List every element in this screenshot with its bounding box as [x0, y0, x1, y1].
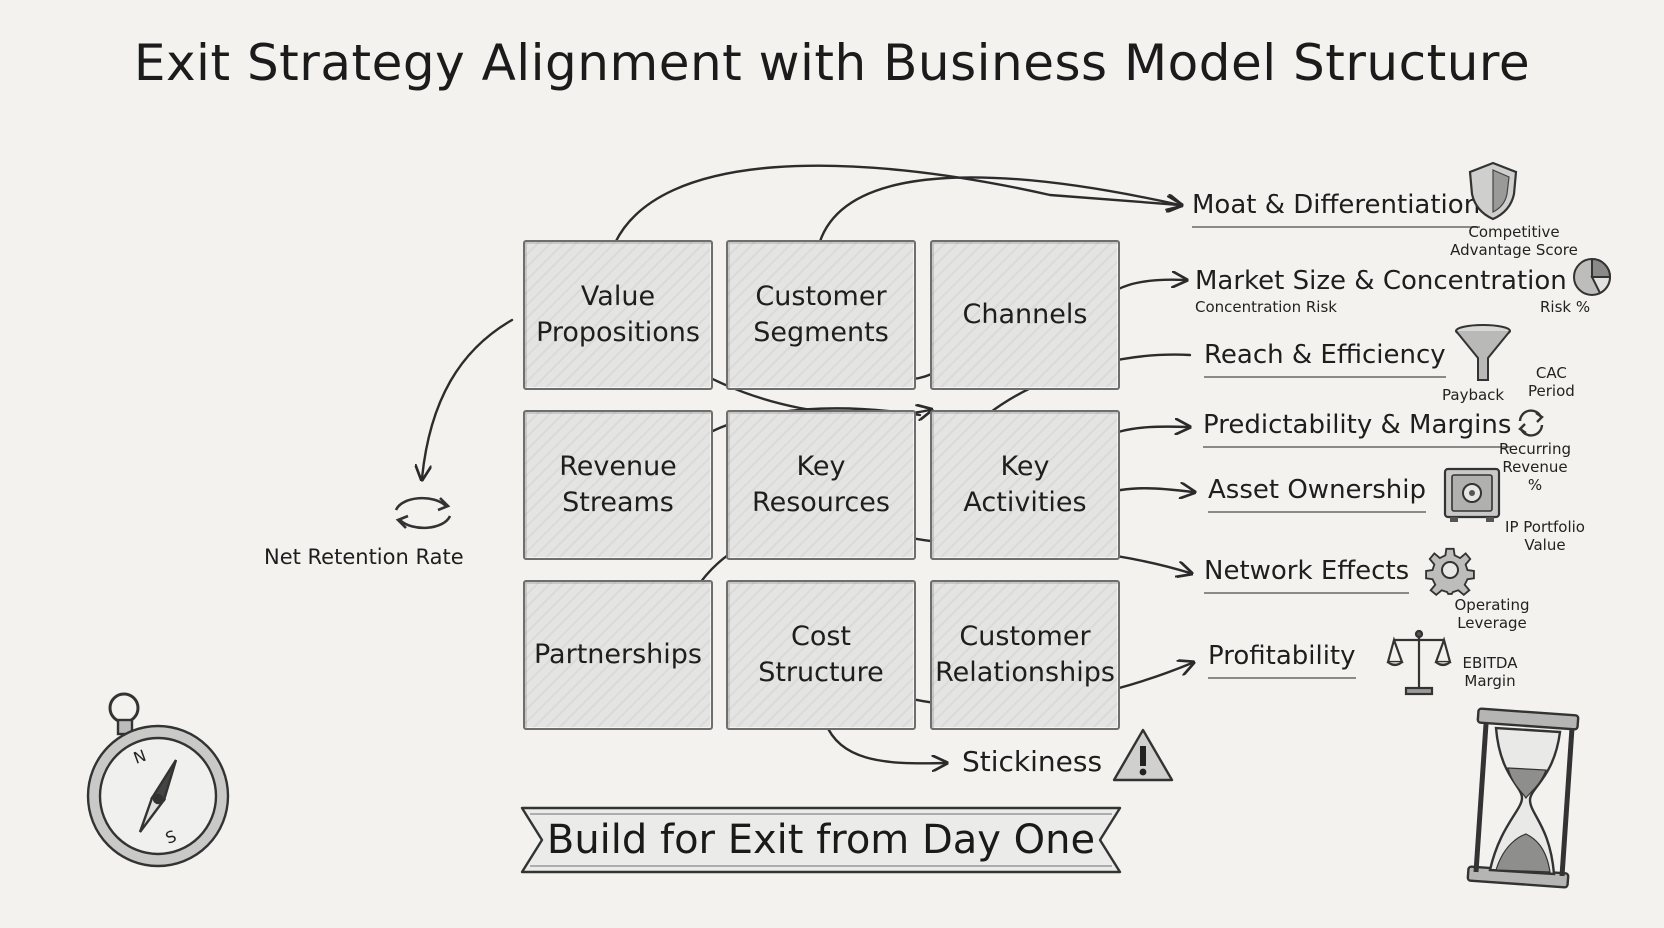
metric-payback: Payback [1442, 386, 1505, 404]
outcome-market: Market Size & Concentration [1195, 266, 1567, 296]
cell-customer-segments: Customer Segments [726, 240, 916, 390]
funnel-icon [1455, 324, 1511, 381]
metric-recurring-revenue: Recurring Revenue % [1499, 440, 1571, 494]
cell-cost-structure: Cost Structure [726, 580, 916, 730]
pie-chart-icon [1573, 257, 1612, 296]
metric-operating-leverage: Operating Leverage [1454, 596, 1530, 632]
metric-competitive-advantage: Competitive Advantage Score [1450, 223, 1578, 259]
arrow-value-to-retention [422, 318, 514, 478]
retention-refresh-icon [394, 496, 452, 530]
warning-icon [1112, 728, 1174, 782]
outcome-network: Network Effects [1204, 556, 1410, 594]
cell-revenue-streams: Revenue Streams [523, 410, 713, 560]
outcome-stickiness: Stickiness [962, 745, 1103, 778]
cell-value-propositions: Value Propositions [523, 240, 713, 390]
gear-icon [1425, 547, 1475, 596]
scale-icon [1386, 629, 1452, 696]
shield-icon [1468, 161, 1518, 221]
metric-ebitda-margin: EBITDA Margin [1462, 654, 1518, 690]
arrow-value-to-moat [613, 164, 1180, 245]
cell-partnerships: Partnerships [523, 580, 713, 730]
metric-ip-portfolio: IP Portfolio Value [1505, 518, 1585, 554]
outcome-predictability: Predictability & Margins [1203, 410, 1512, 448]
banner-text: Build for Exit from Day One [546, 817, 1096, 863]
banner-ribbon [520, 806, 1122, 874]
cell-key-resources: Key Resources [726, 410, 916, 560]
page-title: Exit Strategy Alignment with Business Mo… [133, 34, 1531, 92]
cell-key-activities: Key Activities [930, 410, 1120, 560]
cell-channels: Channels [930, 240, 1120, 390]
outcome-profitability: Profitability [1208, 641, 1356, 679]
outcome-assets: Asset Ownership [1208, 475, 1426, 513]
arrow-cost-to-stickiness [823, 720, 945, 763]
outcome-moat: Moat & Differentiation [1192, 190, 1481, 228]
metric-cac-period: CAC Period [1528, 364, 1575, 400]
metric-concentration-risk: Concentration Risk [1195, 298, 1337, 316]
refresh-icon [1518, 409, 1544, 437]
metric-risk-pct: Risk % [1540, 298, 1591, 316]
safe-icon [1443, 467, 1501, 522]
arrow-segments-to-moat [816, 176, 1180, 250]
outcome-reach: Reach & Efficiency [1204, 340, 1446, 378]
net-retention-label: Net Retention Rate [264, 545, 464, 569]
cell-customer-relationships: Customer Relationships [930, 580, 1120, 730]
compass-icon: N S [86, 692, 230, 868]
hourglass-icon [1466, 707, 1580, 889]
